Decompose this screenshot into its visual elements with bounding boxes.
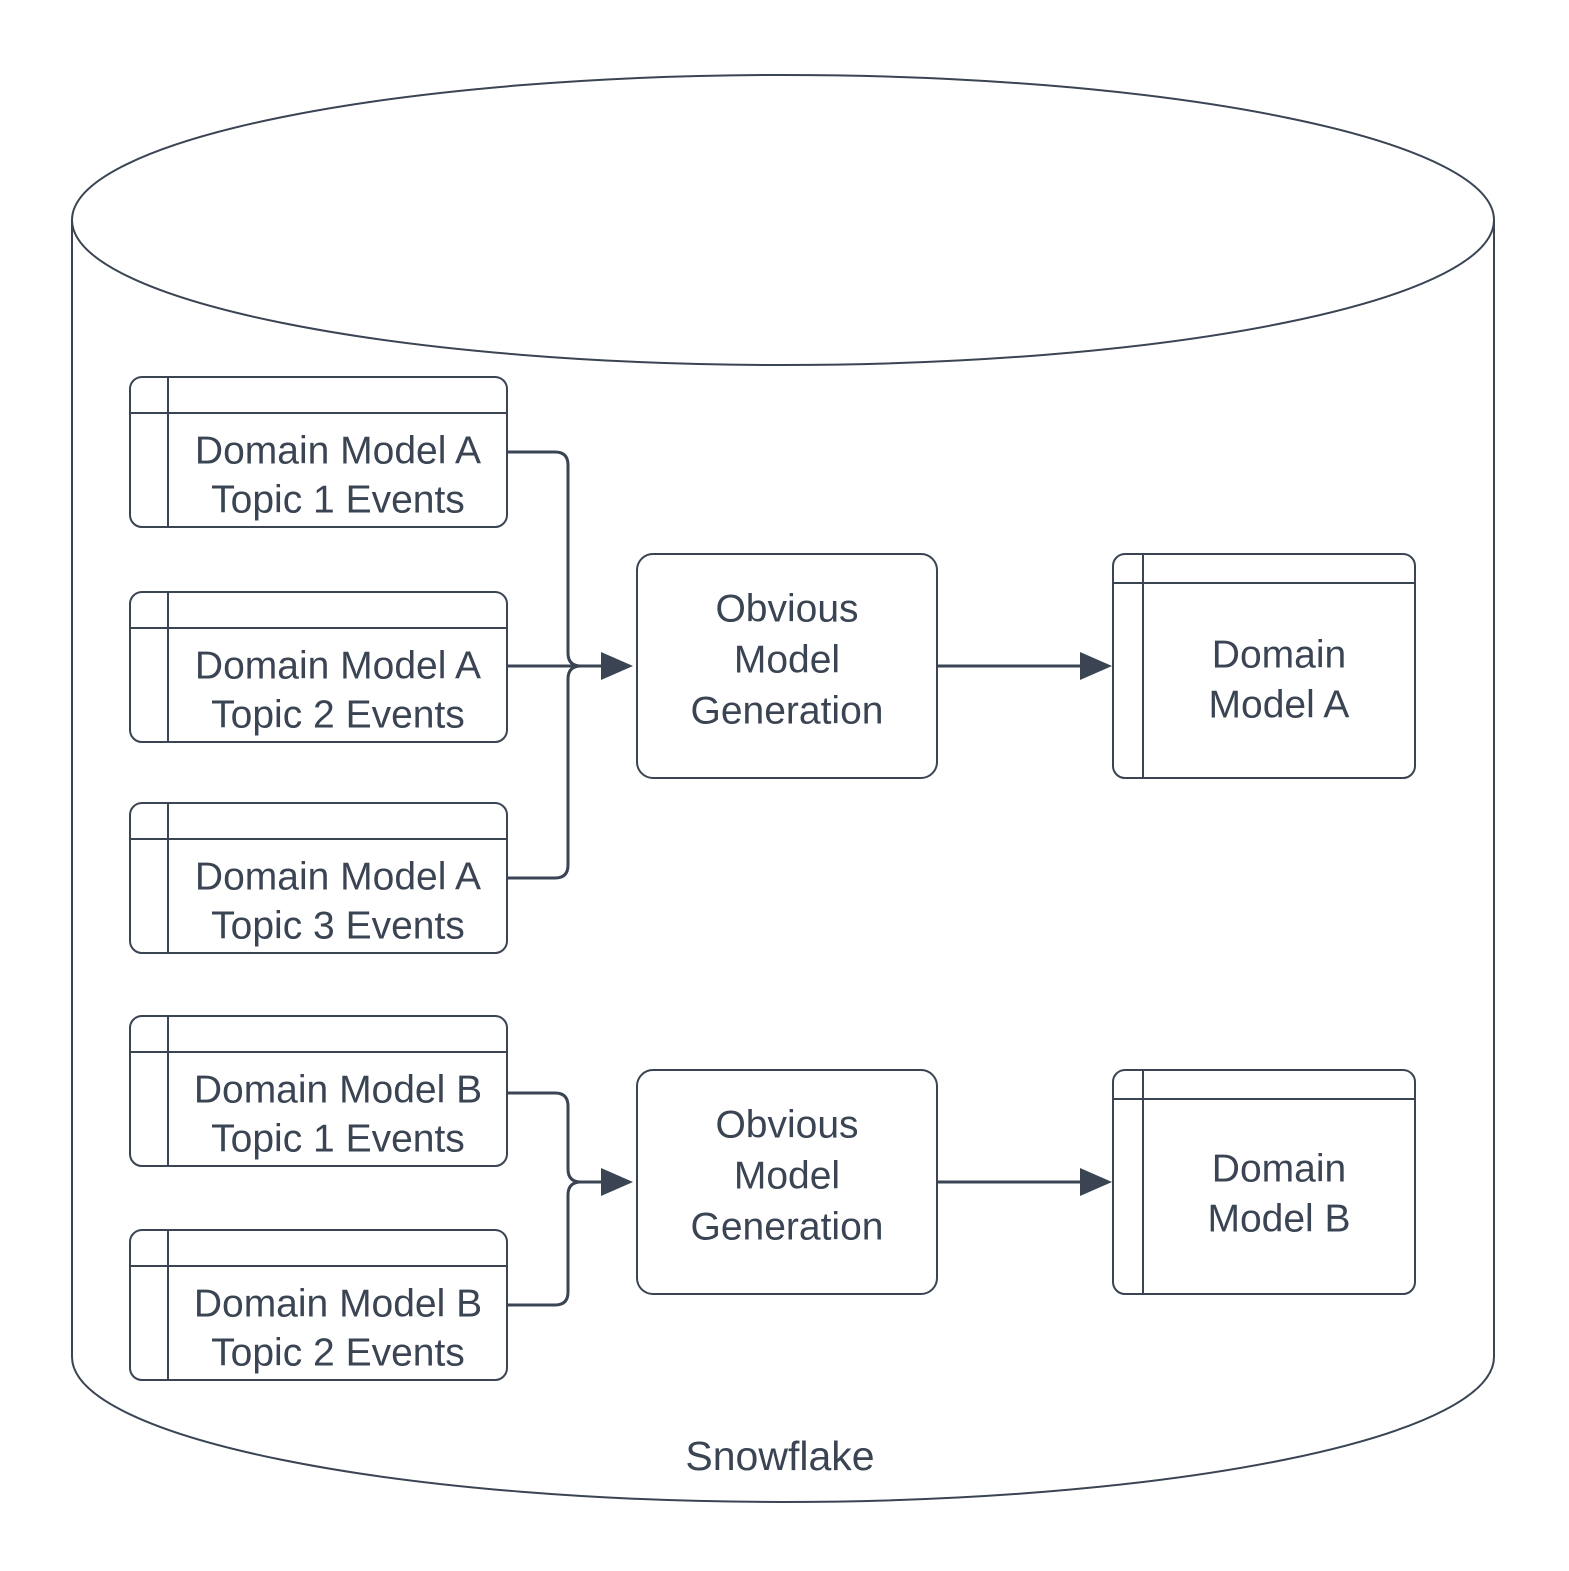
table-box-model-b-topic-2: Domain Model B Topic 2 Events — [129, 1229, 508, 1381]
table-shape — [1112, 553, 1416, 779]
arrowhead-icon — [1080, 1168, 1112, 1196]
table-label-line1: Domain — [1212, 1148, 1346, 1191]
table-label-line1: Domain — [1212, 634, 1346, 677]
container-label: Snowflake — [685, 1433, 874, 1479]
arrowhead-icon — [601, 652, 633, 680]
table-label-line2: Topic 2 Events — [211, 694, 465, 737]
process-label-line3: Generation — [691, 690, 884, 733]
table-box-domain-model-a: Domain Model A — [1112, 553, 1416, 779]
connector-b-topic2-to-process — [507, 1180, 602, 1307]
arrowhead-icon — [601, 1168, 633, 1196]
table-shape — [129, 1015, 508, 1167]
table-label-line1: Domain Model A — [195, 856, 481, 899]
table-label-line2: Topic 1 Events — [211, 1118, 465, 1161]
table-label-line2: Topic 1 Events — [211, 479, 465, 522]
process-label-line1: Obvious — [715, 588, 858, 631]
process-box-model-b: Obvious Model Generation — [636, 1069, 938, 1295]
table-label-line2: Model A — [1209, 684, 1350, 727]
table-box-model-a-topic-2: Domain Model A Topic 2 Events — [129, 591, 508, 743]
table-box-model-a-topic-1: Domain Model A Topic 1 Events — [129, 376, 508, 528]
table-label-line2: Topic 3 Events — [211, 905, 465, 948]
table-label-line2: Model B — [1207, 1198, 1350, 1241]
table-label-line1: Domain Model B — [194, 1069, 482, 1112]
process-box-model-a: Obvious Model Generation — [636, 553, 938, 779]
table-box-model-b-topic-1: Domain Model B Topic 1 Events — [129, 1015, 508, 1167]
arrowhead-icon — [1080, 652, 1112, 680]
process-label-line2: Model — [734, 1155, 840, 1198]
table-label-line1: Domain Model B — [194, 1283, 482, 1326]
process-label-line2: Model — [734, 639, 840, 682]
process-label-line1: Obvious — [715, 1104, 858, 1147]
cylinder-top-ellipse — [71, 74, 1495, 366]
table-label-line1: Domain Model A — [195, 430, 481, 473]
table-box-domain-model-b: Domain Model B — [1112, 1069, 1416, 1295]
process-label-line3: Generation — [691, 1206, 884, 1249]
table-shape — [1112, 1069, 1416, 1295]
table-label-line2: Topic 2 Events — [211, 1332, 465, 1375]
table-label-line1: Domain Model A — [195, 645, 481, 688]
table-box-model-a-topic-3: Domain Model A Topic 3 Events — [129, 802, 508, 954]
